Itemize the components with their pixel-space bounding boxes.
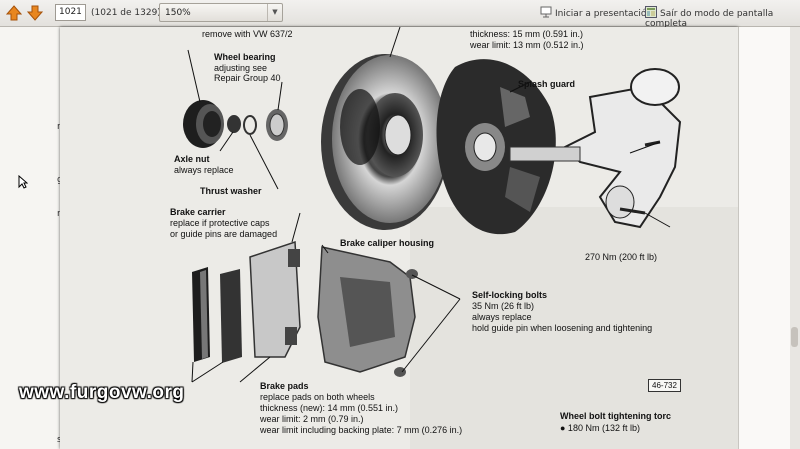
presentation-icon [540,6,552,18]
arrow-down-icon [26,5,44,21]
brake-pads-note: thickness (new): 14 mm (0.551 in.) [260,403,399,413]
page-right-margin [738,27,791,449]
splash-guard-label: Splash guard [518,79,576,89]
brake-pads-title: Brake pads [260,381,309,391]
remove-tool-label: remove with VW 637/2 [202,29,293,39]
document-viewer[interactable]: ng g nd s [0,27,800,449]
start-presentation-button[interactable]: Iniciar a presentación [540,6,652,19]
arrow-up-icon [5,5,23,21]
start-presentation-label: Iniciar a presentación [555,9,653,19]
torque-270-label: 270 Nm (200 ft lb) [585,252,658,262]
self-locking-bolts-title: Self-locking bolts [472,290,548,300]
vertical-scrollbar[interactable] [790,27,800,449]
scrollbar-thumb[interactable] [791,327,798,347]
page-count-label: (1021 de 1329) [91,8,161,18]
previous-page-button[interactable] [5,5,23,21]
wheel-bearing-note: Repair Group 40 [214,73,281,83]
brake-pads-note: wear limit including backing plate: 7 mm… [260,425,463,435]
page-number-input[interactable]: 1021 [55,4,86,21]
zoom-value: 150% [165,8,191,18]
brake-carrier-note: or guide pins are damaged [170,229,278,239]
wheel-bearing-title: Wheel bearing [214,52,276,62]
self-locking-bolts-note: 35 Nm (26 ft lb) [472,301,535,311]
viewer-toolbar: 1021 (1021 de 1329) 150% ▼ Iniciar a pre… [0,0,800,29]
exit-fullscreen-icon [645,6,657,18]
mouse-pointer-icon [18,174,29,193]
watermark-text: www.furgovw.org [19,382,185,403]
axle-nut-note: always replace [174,165,234,175]
disc-wear-limit-label: wear limit: 13 mm (0.512 in.) [470,40,584,50]
wheel-bolt-torque-title: Wheel bolt tightening torc [560,411,671,421]
next-page-button[interactable] [26,5,44,21]
thrust-washer-label: Thrust washer [200,186,262,196]
brake-carrier-title: Brake carrier [170,207,226,217]
chevron-down-icon: ▼ [267,4,282,21]
left-page-text: s [57,435,62,445]
self-locking-bolts-note: hold guide pin when loosening and tighte… [472,323,653,333]
axle-nut-title: Axle nut [174,154,210,164]
zoom-select[interactable]: 150% ▼ [159,3,283,22]
exit-fullscreen-button[interactable]: Saír do modo de pantalla completa [645,6,800,29]
brake-pads-note: wear limit: 2 mm (0.79 in.) [260,414,364,424]
caliper-housing-label: Brake caliper housing [340,238,435,248]
self-locking-bolts-note: always replace [472,312,532,322]
wheel-bolt-torque-note: ● 180 Nm (132 ft lb) [560,423,640,433]
brake-assembly-illustration [183,27,738,449]
wheel-bearing-note: adjusting see [214,63,268,73]
document-page: remove with VW 637/2 thickness: 15 mm (0… [60,27,738,449]
exit-fullscreen-label: Saír do modo de pantalla completa [645,9,774,29]
left-page-text: g [57,175,63,185]
brake-pads-note: replace pads on both wheels [260,392,375,402]
figure-id-tag: 46-732 [648,379,681,392]
disc-thickness-label: thickness: 15 mm (0.591 in.) [470,29,584,39]
brake-carrier-note: replace if protective caps [170,218,270,228]
previous-page-edge [0,27,60,449]
